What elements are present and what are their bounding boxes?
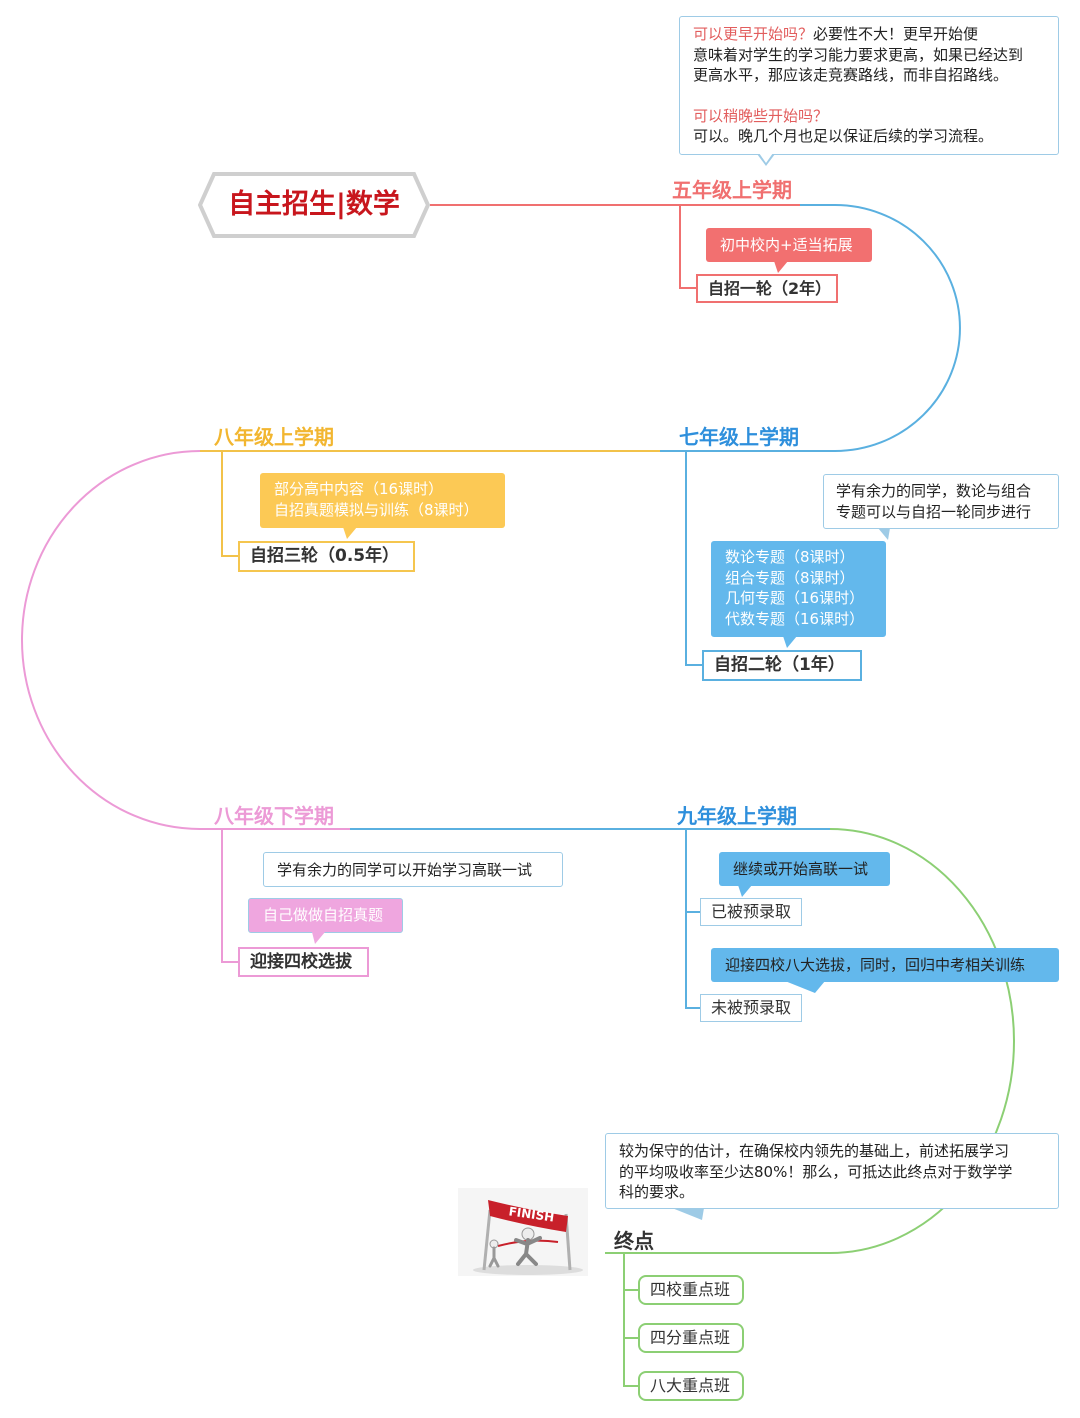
- bubble-round3-tail: [343, 527, 357, 539]
- answer-later: 可以。晚几个月也足以保证后续的学习流程。: [693, 127, 994, 145]
- node-round1[interactable]: 自招一轮（2年）: [696, 274, 838, 303]
- finish-node-eight-schools[interactable]: 八大重点班: [638, 1371, 744, 1401]
- note-finish-line2: 的平均吸收率至少达80%！那么，可抵达此终点对于数学学: [619, 1162, 1013, 1181]
- note-finish[interactable]: 较为保守的估计，在确保校内领先的基础上，前述拓展学习 的平均吸收率至少达80%！…: [605, 1133, 1059, 1209]
- bubble-g8-spring-tail: [312, 932, 325, 944]
- bubble-round3-line2: 自招真题模拟与训练（8课时）: [274, 500, 479, 519]
- node-g9-admitted[interactable]: 已被预录取: [700, 898, 802, 926]
- stage-grade7-fall[interactable]: 七年级上学期: [679, 425, 799, 449]
- finish-node-four-districts[interactable]: 四分重点班: [638, 1323, 744, 1353]
- answer-earlier-1: 必要性不大！更早开始便: [813, 25, 979, 43]
- finish-node-four-schools[interactable]: 四校重点班: [638, 1275, 744, 1305]
- bubble-g8-spring[interactable]: 自己做做自招真题: [248, 898, 403, 933]
- central-topic[interactable]: 自主招生|数学: [198, 172, 430, 238]
- question-earlier: 可以更早开始吗？: [693, 25, 814, 43]
- note-start-timing[interactable]: 可以更早开始吗？必要性不大！更早开始便 意味着对学生的学习能力要求更高，如果已经…: [679, 16, 1059, 155]
- central-topic-frame: [198, 172, 430, 238]
- question-later: 可以稍晚些开始吗？: [693, 106, 829, 125]
- note-round2-tail: [878, 528, 890, 540]
- note-finish-line3: 科的要求。: [619, 1183, 695, 1201]
- node-g8-spring[interactable]: 迎接四校选拔: [238, 947, 369, 977]
- node-g9-not-admitted[interactable]: 未被预录取: [700, 994, 802, 1022]
- stage-grade9-fall[interactable]: 九年级上学期: [677, 804, 797, 828]
- bubble-g9-not-admitted[interactable]: 迎接四校八大选拔，同时，回归中考相关训练: [711, 948, 1059, 982]
- answer-earlier-3: 更高水平，那应该走竞赛路线，而非自招路线。: [693, 66, 1009, 84]
- bubble-round2[interactable]: 数论专题（8课时） 组合专题（8课时） 几何专题（16课时） 代数专题（16课时…: [711, 541, 886, 637]
- finish-line-image: FINISH: [458, 1188, 588, 1276]
- note-round2[interactable]: 学有余力的同学，数论与组合 专题可以与自招一轮同步进行: [823, 474, 1059, 529]
- note-round2-line1: 学有余力的同学，数论与组合: [836, 482, 1032, 500]
- central-topic-label: 自主招生|数学: [228, 189, 400, 220]
- answer-earlier-2: 意味着对学生的学习能力要求更高，如果已经达到: [693, 45, 1024, 64]
- bubble-round1[interactable]: 初中校内+适当拓展: [706, 228, 872, 262]
- stage-grade5-fall[interactable]: 五年级上学期: [672, 178, 792, 202]
- note-finish-line1: 较为保守的估计，在确保校内领先的基础上，前述拓展学习: [619, 1142, 1010, 1160]
- topic-combinatorics: 组合专题（8课时）: [725, 568, 855, 587]
- note-finish-tail: [672, 1208, 704, 1220]
- note-tail-inner: [759, 153, 773, 163]
- stage-grade8-spring[interactable]: 八年级下学期: [214, 804, 334, 828]
- bubble-g9-admitted-tail: [738, 885, 752, 897]
- topic-number-theory: 数论专题（8课时）: [725, 548, 855, 566]
- bubble-round3-line1: 部分高中内容（16课时）: [274, 480, 444, 498]
- stage-finish[interactable]: 终点: [614, 1229, 654, 1253]
- bubble-round3[interactable]: 部分高中内容（16课时） 自招真题模拟与训练（8课时）: [260, 473, 505, 528]
- bubble-round2-tail: [783, 636, 797, 648]
- bubble-g9-not-admitted-tail: [785, 981, 825, 993]
- topic-algebra: 代数专题（16课时）: [725, 609, 865, 628]
- node-round3[interactable]: 自招三轮（0.5年）: [238, 541, 415, 572]
- finish-sign-text: FINISH: [508, 1204, 555, 1224]
- bubble-g9-admitted[interactable]: 继续或开始高联一试: [719, 852, 890, 886]
- bubble-round1-tail: [774, 261, 788, 273]
- stage-grade8-fall[interactable]: 八年级上学期: [214, 425, 334, 449]
- note-round2-line2: 专题可以与自招一轮同步进行: [836, 502, 1032, 521]
- note-g8-spring[interactable]: 学有余力的同学可以开始学习高联一试: [263, 852, 563, 887]
- node-round2[interactable]: 自招二轮（1年）: [702, 650, 862, 681]
- topic-geometry: 几何专题（16课时）: [725, 589, 865, 607]
